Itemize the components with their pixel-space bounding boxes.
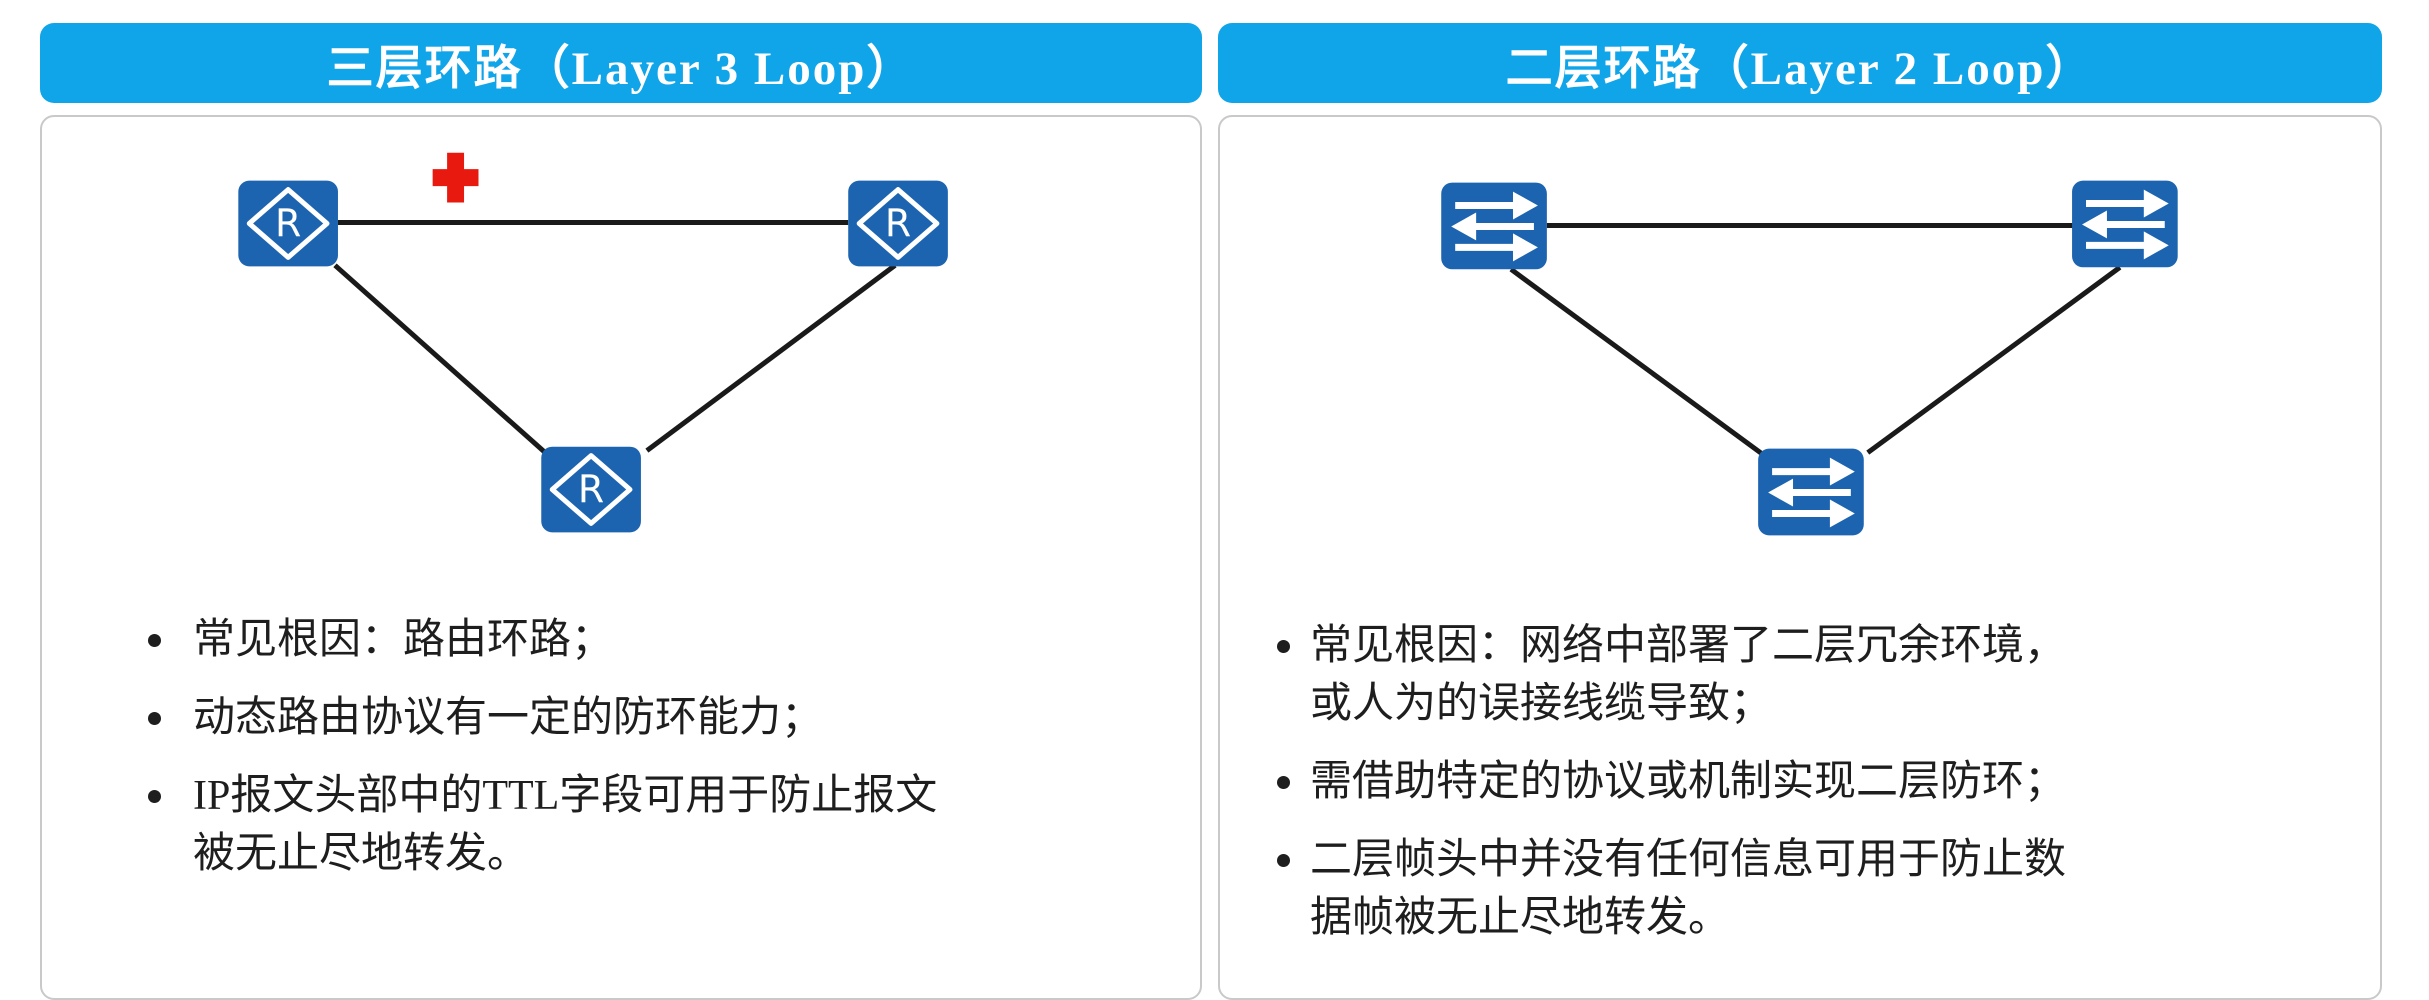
switch-icon	[1441, 183, 1547, 270]
link-right-diagonal	[1866, 265, 2122, 455]
layer2-panel-title: 二层环路（Layer 2 Loop）	[1505, 42, 2095, 95]
bullet-dot-icon	[1277, 776, 1290, 789]
bullet-item: 二层帧头中并没有任何信息可用于防止数 据帧被无止尽地转发。	[1277, 831, 2360, 947]
link-right-diagonal	[645, 263, 897, 453]
layer3-bullet-list: 常见根因：路由环路； 动态路由协议有一定的防环能力； IP报文头部中的TTL字段…	[42, 611, 1180, 903]
bullet-dot-icon	[148, 634, 161, 647]
link-left-diagonal	[333, 263, 547, 455]
bullet-text: 需借助特定的协议或机制实现二层防环；	[1310, 759, 2067, 805]
layer2-panel-card: 常见根因：网络中部署了二层冗余环境， 或人为的误接线缆导致； 需借助特定的协议或…	[1218, 115, 2382, 1000]
bullet-item: 需借助特定的协议或机制实现二层防环；	[1277, 753, 2360, 811]
layer2-panel: 二层环路（Layer 2 Loop）	[1218, 0, 2382, 1000]
layer2-topology-diagram	[1220, 117, 2380, 597]
layer3-panel-title: 三层环路（Layer 3 Loop）	[326, 42, 916, 95]
bullet-item: 常见根因：网络中部署了二层冗余环境， 或人为的误接线缆导致；	[1277, 617, 2360, 733]
blocked-link-cross-icon	[432, 152, 479, 203]
layer3-panel: 三层环路（Layer 3 Loop） R 常见根因：路由环路；	[40, 0, 1202, 1000]
layer3-panel-card: R 常见根因：路由环路； 动态路由协议有一定的防环能力； IP报文头部	[40, 115, 1202, 1000]
bullet-text: IP报文头部中的TTL字段可用于防止报文 被无止尽地转发。	[193, 773, 938, 877]
bullet-text: 动态路由协议有一定的防环能力；	[193, 695, 824, 741]
layer2-bullet-list: 常见根因：网络中部署了二层冗余环境， 或人为的误接线缆导致； 需借助特定的协议或…	[1220, 617, 2360, 967]
switch-icon	[1758, 449, 1864, 536]
layer3-panel-header: 三层环路（Layer 3 Loop）	[40, 23, 1202, 103]
bullet-item: IP报文头部中的TTL字段可用于防止报文 被无止尽地转发。	[148, 767, 1180, 883]
switch-icon	[2072, 181, 2178, 268]
bullet-dot-icon	[148, 790, 161, 803]
layer3-topology-diagram: R	[42, 152, 1200, 597]
bullet-text: 二层帧头中并没有任何信息可用于防止数 据帧被无止尽地转发。	[1310, 837, 2067, 941]
bullet-dot-icon	[1277, 640, 1290, 653]
bullet-dot-icon	[1277, 854, 1290, 867]
bullet-item: 动态路由协议有一定的防环能力；	[148, 689, 1180, 747]
bullet-text: 常见根因：路由环路；	[193, 617, 614, 663]
router-icon	[238, 181, 338, 267]
bullet-text: 常见根因：网络中部署了二层冗余环境， 或人为的误接线缆导致；	[1310, 623, 2067, 727]
layer2-panel-header: 二层环路（Layer 2 Loop）	[1218, 23, 2382, 103]
bullet-dot-icon	[148, 712, 161, 725]
router-icon	[541, 447, 641, 533]
bullet-item: 常见根因：路由环路；	[148, 611, 1180, 669]
router-icon	[848, 181, 948, 267]
link-left-diagonal	[1509, 267, 1765, 457]
